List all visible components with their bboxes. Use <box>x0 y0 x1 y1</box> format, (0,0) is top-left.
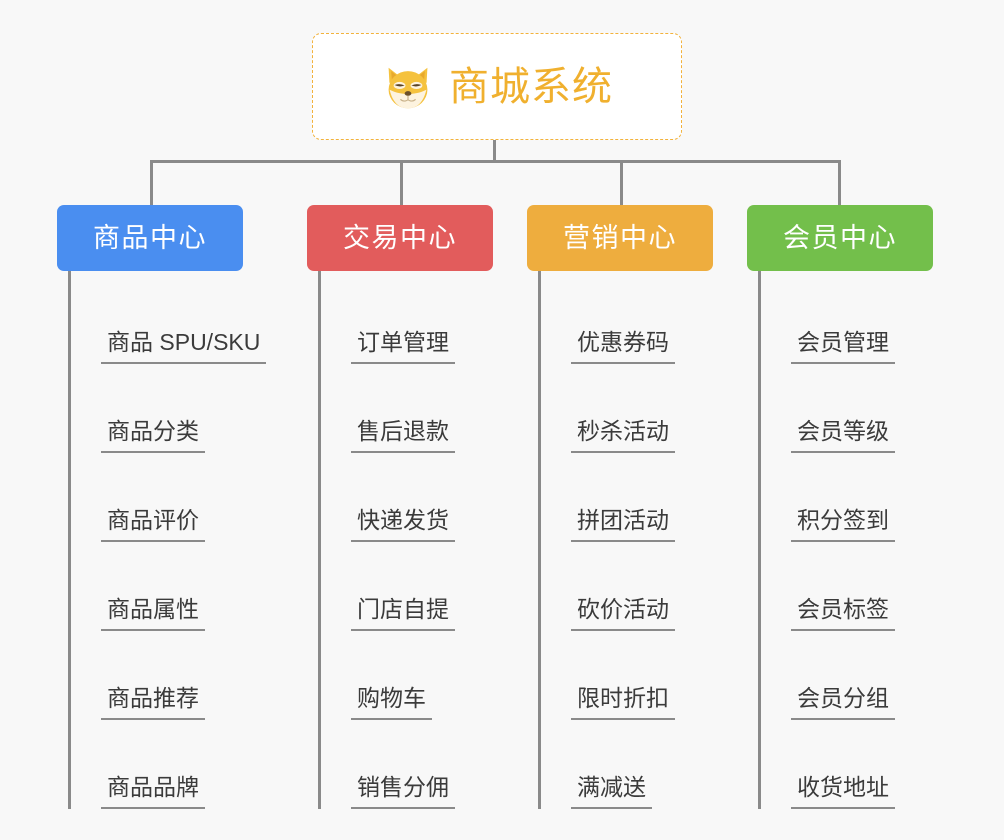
leaf-item[interactable]: 快递发货 <box>321 453 493 542</box>
leaf-item[interactable]: 满减送 <box>541 720 713 809</box>
connector-root-stem <box>493 140 496 162</box>
leaf-label: 商品推荐 <box>101 685 205 720</box>
leaf-item[interactable]: 商品 SPU/SKU <box>71 271 267 364</box>
leaf-item[interactable]: 商品分类 <box>71 364 243 453</box>
leaf-item[interactable]: 秒杀活动 <box>541 364 713 453</box>
leaf-label: 拼团活动 <box>571 507 675 542</box>
branch-column-1: 商品中心 商品 SPU/SKU 商品分类 商品评价 商品属性 商品推荐 商品品牌 <box>57 205 267 809</box>
leaf-item[interactable]: 会员管理 <box>761 271 933 364</box>
leaf-label: 会员分组 <box>791 685 895 720</box>
leaf-label: 秒杀活动 <box>571 418 675 453</box>
branch-header-4[interactable]: 会员中心 <box>747 205 933 271</box>
leaf-item[interactable]: 门店自提 <box>321 542 493 631</box>
leaf-label: 满减送 <box>571 774 652 809</box>
leaf-label: 优惠券码 <box>571 329 675 364</box>
leaf-label: 商品分类 <box>101 418 205 453</box>
leaf-list-2: 订单管理 售后退款 快递发货 门店自提 购物车 销售分佣 <box>318 271 493 809</box>
leaf-item[interactable]: 积分签到 <box>761 453 933 542</box>
leaf-label: 门店自提 <box>351 596 455 631</box>
branch-header-label: 商品中心 <box>93 222 207 253</box>
leaf-label: 商品 SPU/SKU <box>101 329 267 364</box>
connector-drop-4 <box>838 160 841 207</box>
leaf-label: 限时折扣 <box>571 685 675 720</box>
leaf-item[interactable]: 砍价活动 <box>541 542 713 631</box>
leaf-list-4: 会员管理 会员等级 积分签到 会员标签 会员分组 收货地址 <box>758 271 933 809</box>
leaf-label: 积分签到 <box>791 507 895 542</box>
branch-header-label: 交易中心 <box>343 222 457 253</box>
branch-header-label: 会员中心 <box>783 222 897 253</box>
connector-trunk-bar <box>150 160 841 163</box>
leaf-item[interactable]: 拼团活动 <box>541 453 713 542</box>
leaf-label: 商品品牌 <box>101 774 205 809</box>
leaf-item[interactable]: 限时折扣 <box>541 631 713 720</box>
leaf-item[interactable]: 收货地址 <box>761 720 933 809</box>
leaf-item[interactable]: 销售分佣 <box>321 720 493 809</box>
connector-drop-1 <box>150 160 153 207</box>
leaf-item[interactable]: 会员等级 <box>761 364 933 453</box>
leaf-item[interactable]: 购物车 <box>321 631 493 720</box>
root-node[interactable]: 商城系统 <box>312 33 682 140</box>
branch-header-3[interactable]: 营销中心 <box>527 205 713 271</box>
leaf-label: 订单管理 <box>351 329 455 364</box>
leaf-item[interactable]: 售后退款 <box>321 364 493 453</box>
leaf-label: 售后退款 <box>351 418 455 453</box>
leaf-list-3: 优惠券码 秒杀活动 拼团活动 砍价活动 限时折扣 满减送 <box>538 271 713 809</box>
leaf-label: 快递发货 <box>351 507 455 542</box>
leaf-item[interactable]: 商品属性 <box>71 542 243 631</box>
leaf-item[interactable]: 商品评价 <box>71 453 243 542</box>
leaf-label: 收货地址 <box>791 774 895 809</box>
leaf-label: 砍价活动 <box>571 596 675 631</box>
leaf-item[interactable]: 会员分组 <box>761 631 933 720</box>
leaf-item[interactable]: 商品推荐 <box>71 631 243 720</box>
leaf-label: 销售分佣 <box>351 774 455 809</box>
leaf-label: 会员管理 <box>791 329 895 364</box>
leaf-label: 商品属性 <box>101 596 205 631</box>
leaf-item[interactable]: 订单管理 <box>321 271 493 364</box>
branch-header-2[interactable]: 交易中心 <box>307 205 493 271</box>
branch-column-2: 交易中心 订单管理 售后退款 快递发货 门店自提 购物车 销售分佣 <box>307 205 493 809</box>
branch-column-4: 会员中心 会员管理 会员等级 积分签到 会员标签 会员分组 收货地址 <box>747 205 933 809</box>
leaf-label: 会员标签 <box>791 596 895 631</box>
shiba-dog-face-icon <box>388 67 428 110</box>
branch-header-label: 营销中心 <box>563 222 677 253</box>
leaf-list-1: 商品 SPU/SKU 商品分类 商品评价 商品属性 商品推荐 商品品牌 <box>68 271 267 809</box>
connector-drop-3 <box>620 160 623 207</box>
connector-drop-2 <box>400 160 403 207</box>
leaf-item[interactable]: 会员标签 <box>761 542 933 631</box>
leaf-label: 购物车 <box>351 685 432 720</box>
leaf-label: 会员等级 <box>791 418 895 453</box>
branch-column-3: 营销中心 优惠券码 秒杀活动 拼团活动 砍价活动 限时折扣 满减送 <box>527 205 713 809</box>
branch-header-1[interactable]: 商品中心 <box>57 205 243 271</box>
leaf-label: 商品评价 <box>101 507 205 542</box>
root-title: 商城系统 <box>449 64 613 109</box>
leaf-item[interactable]: 商品品牌 <box>71 720 243 809</box>
leaf-item[interactable]: 优惠券码 <box>541 271 713 364</box>
